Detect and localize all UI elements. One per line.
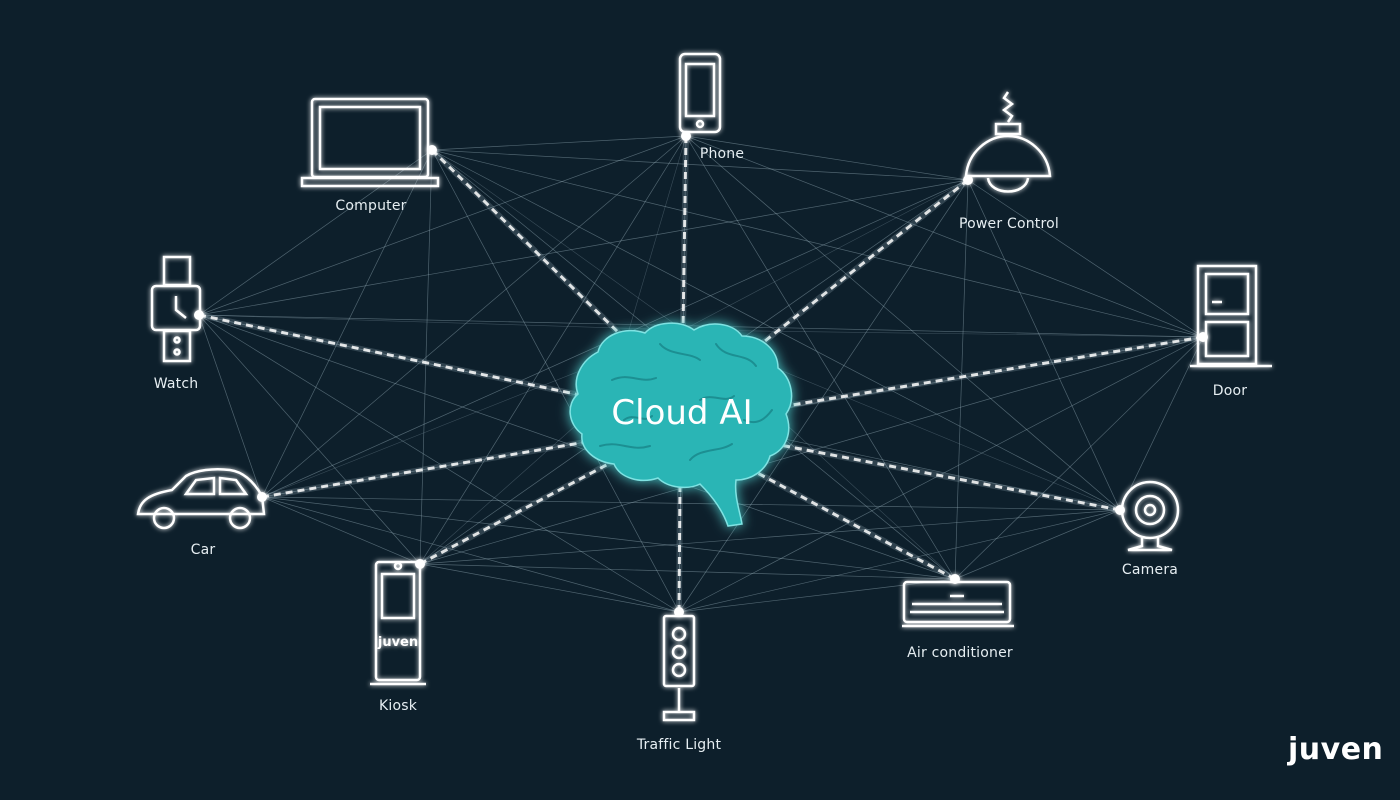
mesh-line (261, 496, 421, 565)
mesh-line (967, 179, 1204, 338)
connection-node (681, 131, 691, 141)
connection-node (963, 175, 973, 185)
mesh-line (261, 496, 680, 613)
power-control-label: Power Control (959, 216, 1059, 232)
connection-nodes (194, 131, 1208, 617)
lamp-icon (964, 91, 1052, 193)
mesh-line (198, 149, 433, 316)
spoke-line (677, 483, 682, 613)
mesh-line (685, 135, 969, 181)
juven-logo: juven (1288, 732, 1384, 767)
brain-folds (599, 343, 773, 461)
door-icon (1190, 264, 1272, 368)
mesh-line (431, 149, 1204, 338)
mesh-line (419, 149, 433, 565)
door-label: Door (1212, 383, 1248, 399)
spoke-line (751, 468, 956, 581)
connection-node (674, 607, 684, 617)
traffic-light-icon (662, 614, 696, 722)
mesh-line (419, 509, 1121, 565)
connection-node (1198, 332, 1208, 342)
air-conditioner-label: Air conditioner (907, 645, 1013, 661)
mesh-line (419, 135, 687, 565)
connection-node (194, 310, 204, 320)
connection-node (1115, 505, 1125, 515)
mesh-line (431, 149, 969, 181)
connection-node (950, 574, 960, 584)
mesh-line (419, 563, 956, 580)
kiosk-label: Kiosk (378, 698, 418, 714)
connection-node (415, 559, 425, 569)
computer-icon (300, 97, 440, 188)
mesh-line (1119, 336, 1204, 511)
cloud-ai-brain: Cloud AI (569, 322, 793, 527)
mesh-line (431, 149, 684, 331)
phone-label: Phone (699, 146, 745, 162)
mesh-line (198, 314, 680, 613)
mesh-line (954, 179, 969, 580)
mesh-line (682, 179, 969, 331)
cloud-ai-label: Cloud AI (611, 393, 752, 433)
mesh-line (419, 563, 680, 613)
mesh-line (678, 578, 956, 613)
spoke-line (779, 443, 1121, 512)
mesh-line (678, 179, 969, 613)
mesh-line (685, 135, 956, 580)
air-conditioner-icon (902, 580, 1014, 628)
mesh-line (198, 314, 421, 565)
camera-icon (1120, 480, 1180, 552)
car-label: Car (190, 542, 216, 558)
mesh-line (682, 329, 1204, 338)
mesh-line (261, 496, 956, 580)
car-icon (136, 468, 266, 530)
watch-label: Watch (153, 376, 199, 392)
kiosk-screen-text: juven (377, 635, 418, 650)
spoke-line (261, 440, 587, 499)
mesh-line (967, 179, 1121, 511)
computer-label: Computer (335, 198, 407, 214)
spoke-line (198, 313, 581, 397)
camera-label: Camera (1121, 562, 1179, 578)
mesh-line (685, 135, 1204, 338)
spoke-line (681, 135, 688, 331)
mesh-line (954, 336, 1204, 580)
mesh-line (261, 496, 1121, 511)
spoke-line (759, 178, 969, 347)
mesh-line (431, 149, 680, 613)
spoke-line (785, 335, 1204, 408)
mesh-line (685, 135, 1121, 511)
mesh-line (431, 135, 687, 151)
mesh-line (625, 135, 687, 341)
phone-icon (678, 52, 722, 134)
connection-node (257, 492, 267, 502)
brain-icon (569, 322, 793, 527)
mesh-line (261, 135, 687, 498)
spoke-line (430, 148, 628, 342)
mesh-line (431, 149, 1121, 511)
spoke-line (419, 460, 613, 566)
connection-node (427, 145, 437, 155)
watch-icon (150, 255, 202, 363)
mesh-line (954, 509, 1121, 580)
spoke-lines (198, 135, 1204, 613)
mesh-line (198, 314, 956, 580)
mesh-line (678, 509, 1121, 613)
mesh-line (198, 135, 687, 316)
traffic-light-label: Traffic Light (636, 737, 722, 753)
mesh-line (261, 149, 433, 498)
kiosk-icon: juven (370, 560, 426, 686)
mesh-line (198, 314, 684, 331)
mesh-line (198, 179, 969, 316)
mesh-line (198, 314, 263, 498)
